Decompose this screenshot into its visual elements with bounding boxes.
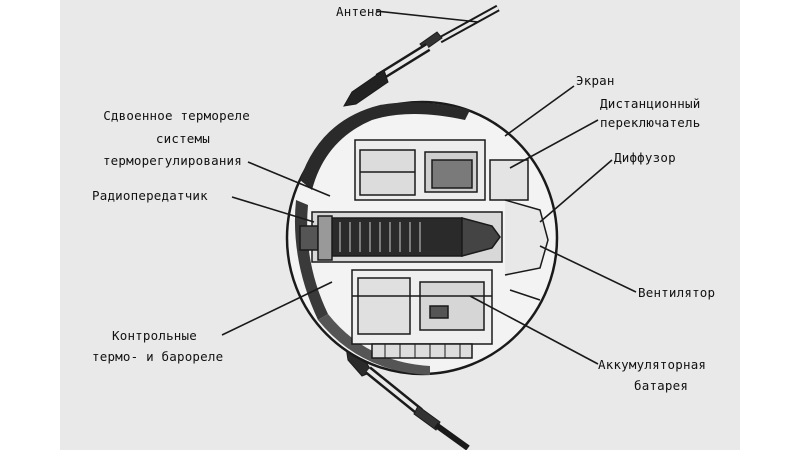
label-control-relay-line1: Контрольные <box>112 328 197 343</box>
label-battery-line2: батарея <box>634 378 689 393</box>
label-battery-line1: Аккумуляторная <box>598 357 707 372</box>
leader-lines <box>221 10 637 365</box>
upper-antenna <box>343 4 500 107</box>
label-diffuser: Диффузор <box>614 150 676 165</box>
label-fan: Вентилятор <box>638 285 716 300</box>
label-remote-switch-line1: Дистанционный <box>600 96 701 111</box>
internal-frame <box>299 139 549 359</box>
label-control-relay-line2: термо- и барореле <box>92 349 224 364</box>
label-antenna: Антена <box>336 4 383 19</box>
label-remote-switch-line2: переключатель <box>600 115 701 130</box>
label-thermorelay-line2: системы <box>155 131 210 146</box>
label-transmitter: Радиопередатчик <box>92 188 208 203</box>
label-screen: Экран <box>576 73 615 88</box>
label-thermorelay-line1: Сдвоенное термореле <box>103 108 250 123</box>
label-thermorelay-line3: терморегулирования <box>102 153 242 168</box>
